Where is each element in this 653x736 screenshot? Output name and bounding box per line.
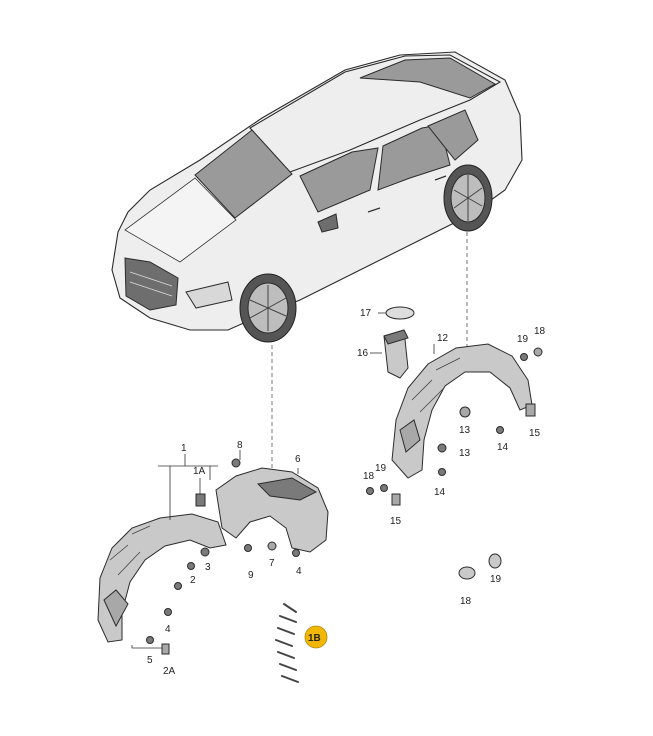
label-4-middle: 4 (296, 566, 302, 577)
label-9: 9 (248, 570, 254, 581)
part-16-bracket (383, 329, 409, 379)
label-5: 5 (147, 655, 153, 666)
front-inner-shield (215, 467, 329, 553)
part-17-clip (385, 306, 415, 320)
label-12: 12 (437, 333, 449, 344)
label-8: 8 (237, 440, 243, 451)
part-labels: 1 1A 8 6 3 2 4 5 2A 7 9 4 17 16 12 19 18… (147, 308, 546, 677)
label-13-upper: 13 (459, 425, 471, 436)
label-13-lower: 13 (459, 448, 471, 459)
rear-wheel-liner (391, 343, 536, 479)
label-18-middle: 18 (363, 471, 375, 482)
label-14-middle: 14 (434, 487, 446, 498)
label-19-top: 19 (517, 334, 529, 345)
front-wheel-liner (97, 493, 227, 643)
label-6: 6 (295, 454, 301, 465)
label-19-bottom: 19 (490, 574, 502, 585)
label-18-bottom: 18 (460, 596, 472, 607)
leader-lines (131, 312, 435, 649)
label-15-right: 15 (529, 428, 541, 439)
badge-1b: 1B (304, 625, 328, 649)
car-illustration (111, 51, 523, 343)
label-15-middle: 15 (390, 516, 402, 527)
label-14-right: 14 (497, 442, 509, 453)
label-17: 17 (360, 308, 372, 319)
label-1: 1 (181, 443, 187, 454)
label-19-middle: 19 (375, 463, 387, 474)
label-4-left: 4 (165, 624, 171, 635)
label-2: 2 (190, 575, 196, 586)
label-1b: 1B (308, 633, 321, 644)
label-1a: 1A (193, 466, 206, 477)
badge-1b-circle (304, 625, 328, 649)
label-16: 16 (357, 348, 369, 359)
label-18-top: 18 (534, 326, 546, 337)
wheel-guide-lines (271, 232, 468, 470)
fasteners (146, 347, 543, 683)
label-3: 3 (205, 562, 211, 573)
screw-set-1b (275, 603, 299, 683)
label-7: 7 (269, 558, 275, 569)
label-2a: 2A (163, 666, 176, 677)
